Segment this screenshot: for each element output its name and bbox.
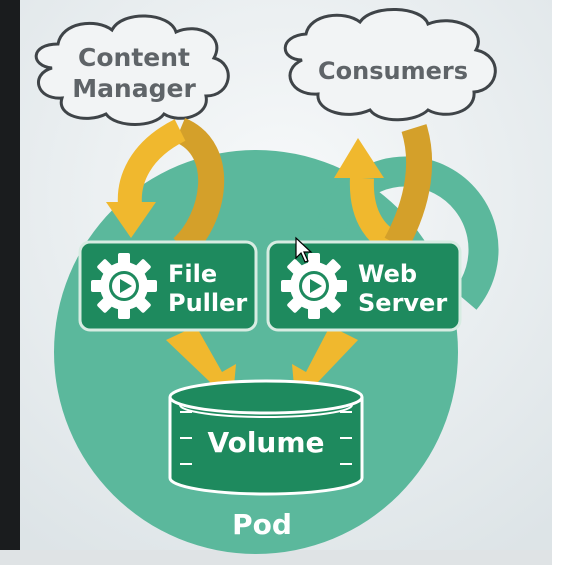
web-server-line1: Web bbox=[358, 260, 417, 288]
web-server-line2: Server bbox=[358, 289, 447, 317]
right-light-edge bbox=[552, 0, 562, 565]
cloud-consumers bbox=[283, 8, 497, 122]
pod-label: Pod bbox=[232, 508, 292, 541]
arrow-content-to-puller bbox=[106, 118, 225, 258]
bottom-dark-edge bbox=[0, 550, 562, 565]
consumers-label: Consumers bbox=[318, 57, 468, 85]
gear-play-icon bbox=[91, 253, 157, 319]
left-dark-edge bbox=[0, 0, 20, 565]
volume-cylinder: Volume bbox=[168, 379, 364, 496]
container-file-puller: File Puller bbox=[78, 240, 258, 332]
volume-label: Volume bbox=[207, 426, 324, 459]
mouse-cursor-icon bbox=[295, 236, 313, 263]
content-manager-line1: Content bbox=[78, 43, 190, 72]
content-manager-line2: Manager bbox=[72, 74, 196, 103]
file-puller-line1: File bbox=[168, 260, 217, 288]
gear-play-icon bbox=[281, 253, 347, 319]
cloud-content-manager bbox=[34, 14, 230, 126]
file-puller-line2: Puller bbox=[168, 289, 247, 317]
container-web-server: Web Server bbox=[266, 240, 462, 332]
